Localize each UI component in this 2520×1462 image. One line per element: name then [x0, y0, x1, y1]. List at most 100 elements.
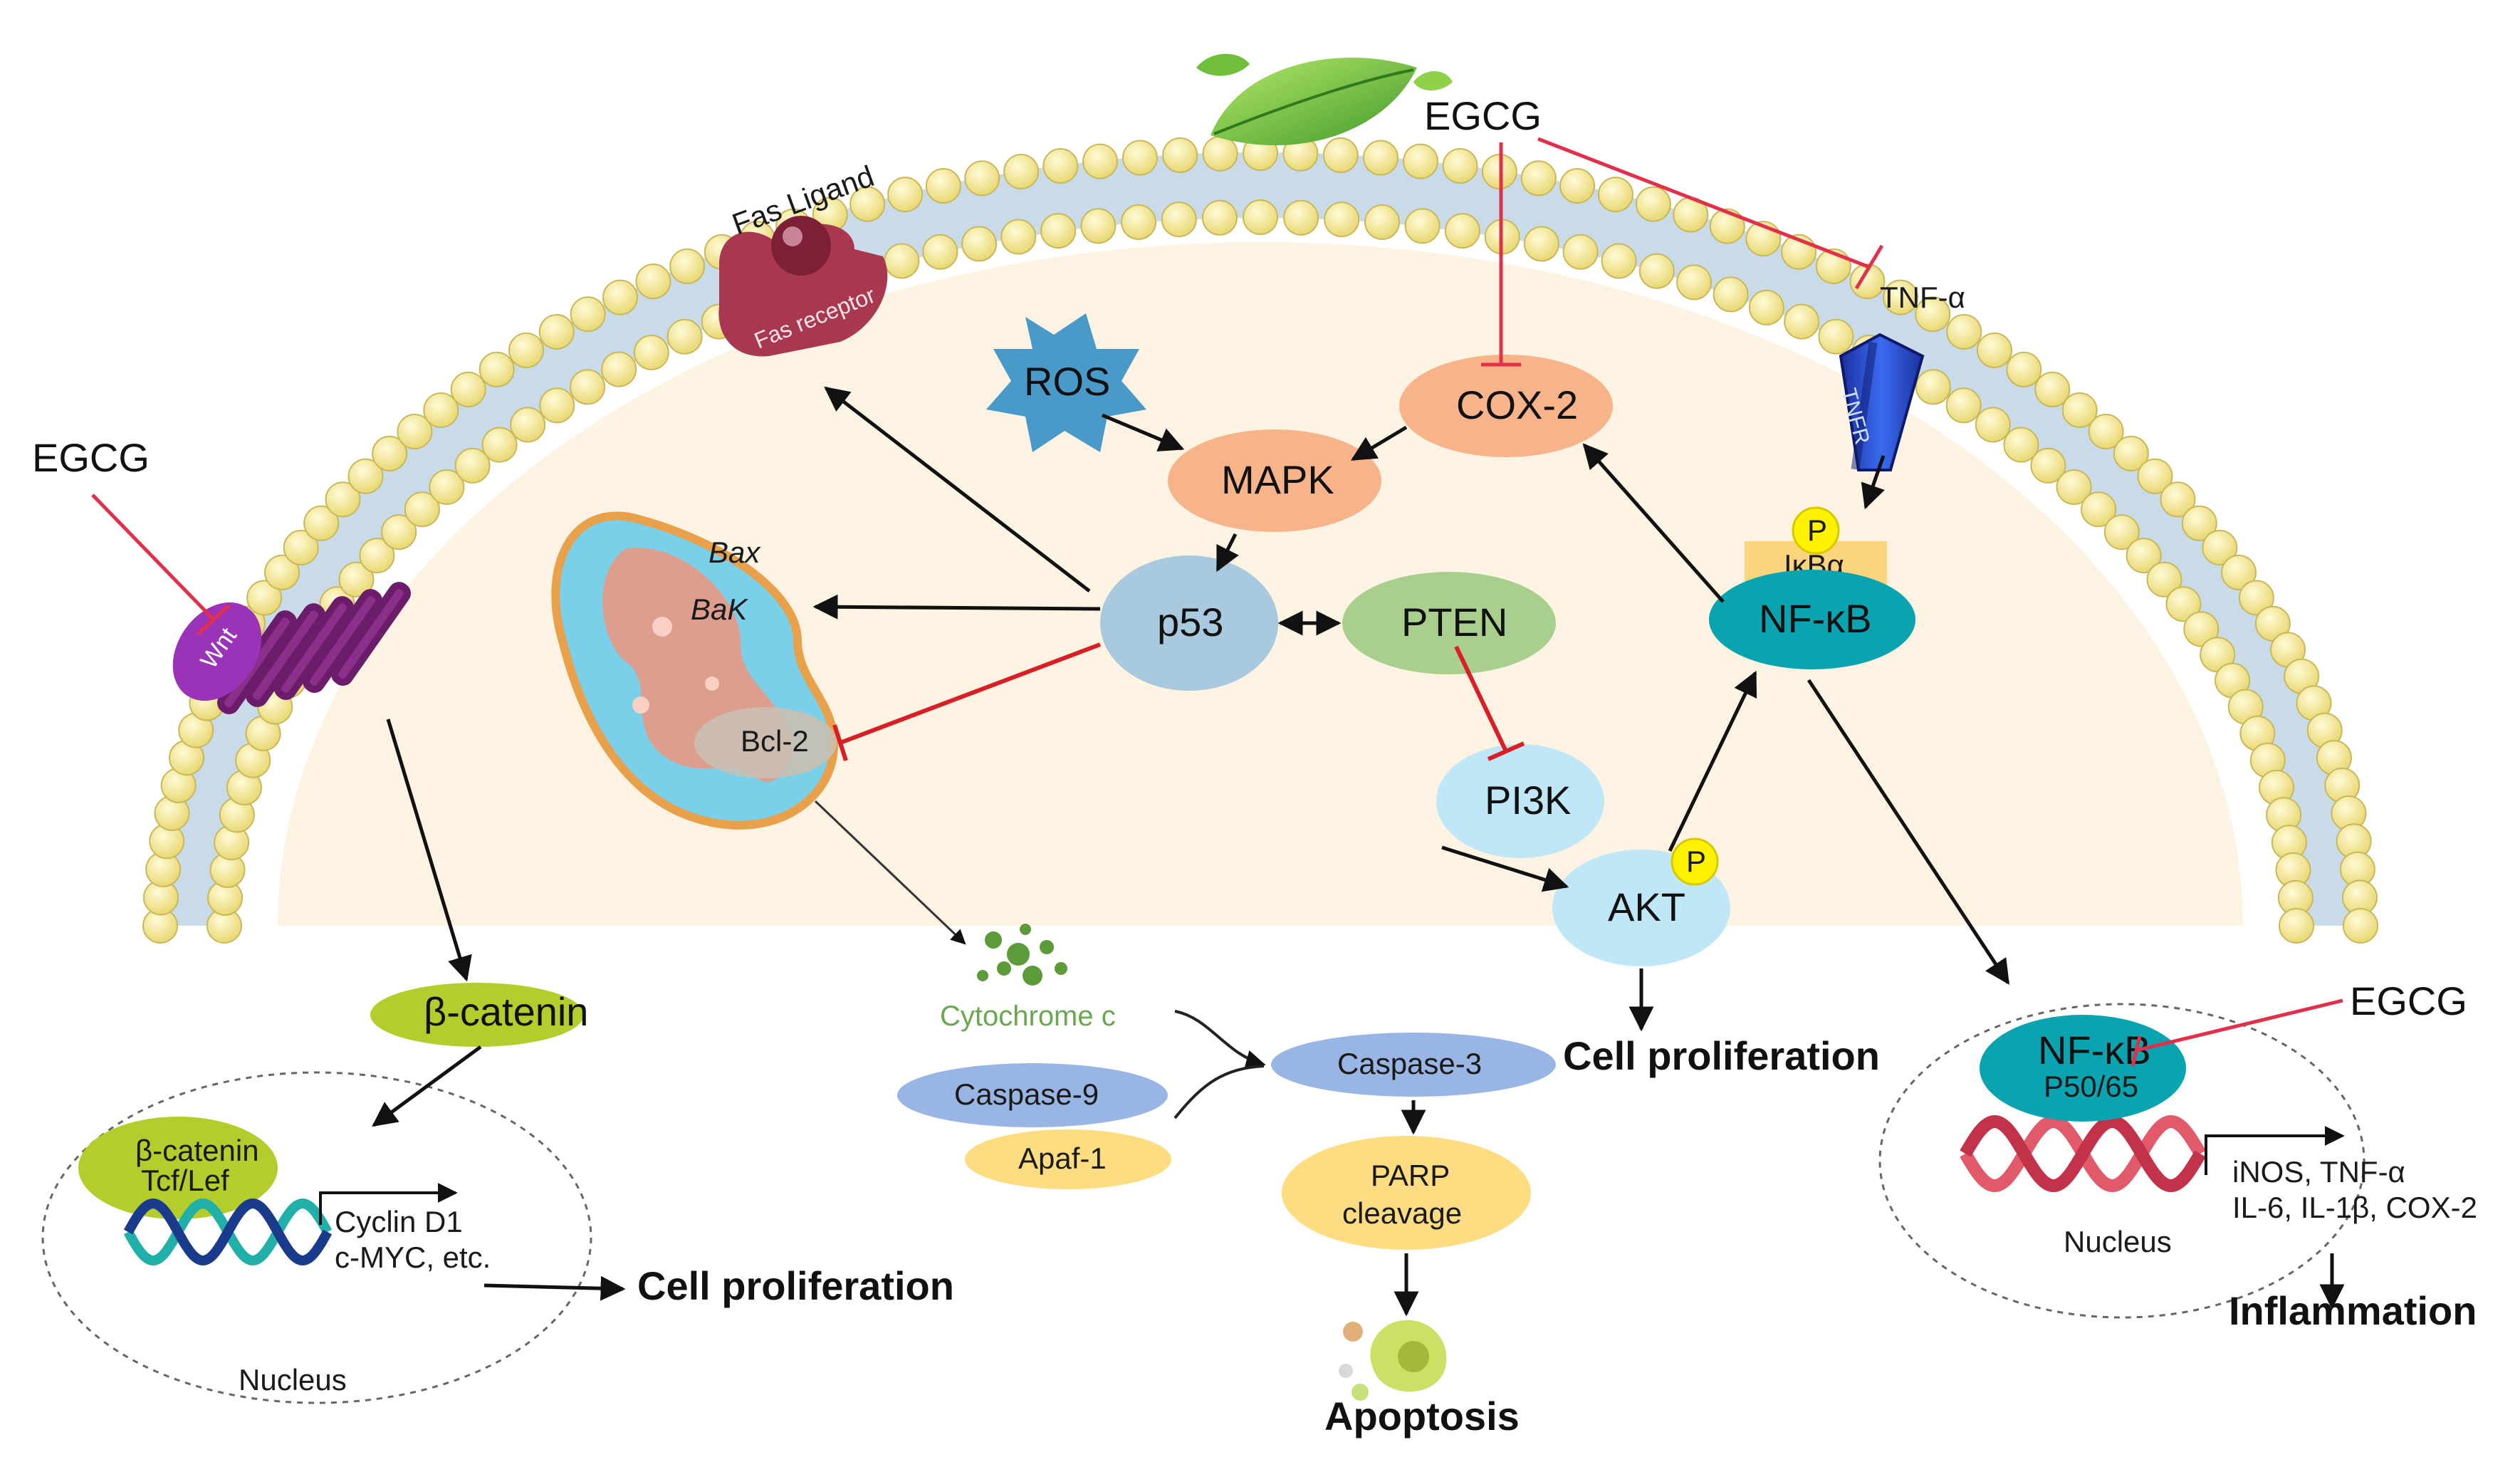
lipid-head	[1201, 199, 1238, 236]
lipid-head	[887, 177, 924, 213]
lipid-head	[283, 530, 319, 565]
lipid-head	[1784, 303, 1820, 340]
tea-leaf-icon	[1196, 53, 1453, 146]
inos-label: iNOS, TNF-α	[2232, 1155, 2405, 1189]
lipid-head	[2165, 586, 2202, 622]
lipid-head	[429, 469, 465, 505]
lipid-head	[2081, 491, 2117, 528]
pten-node	[1342, 572, 1556, 674]
lipid-head	[1322, 137, 1359, 173]
lipid-head	[2103, 514, 2140, 550]
nucleus-right-label: Nucleus	[2064, 1225, 2172, 1258]
lipid-head	[404, 491, 440, 528]
lipid-head	[1404, 208, 1441, 244]
ros-label: ROS	[1024, 359, 1110, 404]
parp-node	[1282, 1136, 1531, 1250]
lipid-head	[2238, 580, 2274, 616]
nfkb-cyto-label: NF-κB	[1759, 596, 1872, 641]
lipid-head	[925, 168, 961, 204]
lipid-head	[570, 369, 606, 405]
lipid-head	[1364, 204, 1400, 240]
lipid-head	[1442, 148, 1478, 184]
lipid-head	[1283, 199, 1319, 236]
lipid-head	[1324, 202, 1360, 238]
dna-right-icon	[1960, 1114, 2206, 1193]
pi3k-label: PI3K	[1485, 778, 1571, 823]
lipid-head	[303, 505, 340, 541]
lipid-head	[1601, 243, 1637, 279]
caspase9-node	[897, 1063, 1168, 1127]
lipid-head	[1676, 264, 1713, 301]
il6-label: IL-6, IL-1β, COX-2	[2232, 1191, 2477, 1224]
p53-label: p53	[1157, 600, 1223, 644]
lipid-head	[961, 226, 998, 262]
lipid-head	[602, 279, 638, 315]
lipid-head	[1883, 279, 1918, 315]
lipid-head	[1849, 263, 1886, 300]
caspase9-label: Caspase-9	[954, 1077, 1099, 1111]
lipid-head	[538, 314, 575, 350]
lipid-head	[570, 296, 606, 333]
lipid-head	[1977, 332, 2012, 368]
lipid-head	[1709, 208, 1745, 244]
lipid-head	[1122, 140, 1158, 176]
lipid-head	[264, 554, 300, 590]
activation-arrows	[372, 386, 2345, 1317]
bcl2-label: Bcl-2	[741, 724, 809, 758]
lipid-head	[1082, 143, 1118, 179]
tnfr-icon	[1839, 333, 1925, 471]
apaf1-node	[965, 1129, 1171, 1189]
wnt-receptor-icon	[217, 582, 411, 714]
lipid-head	[1363, 140, 1398, 176]
lipid-head	[849, 186, 886, 222]
nucleus-right	[1878, 1003, 2365, 1319]
lipid-head	[1635, 186, 1671, 222]
lipid-head	[1915, 369, 1951, 405]
lipid-head	[2113, 435, 2149, 471]
lipid-head	[2034, 371, 2071, 407]
p5065-label: P50/65	[2044, 1070, 2138, 1103]
cmyc-label: c-MYC, etc.	[335, 1241, 491, 1274]
lipid-head	[510, 407, 546, 443]
akt-label: AKT	[1608, 884, 1685, 929]
lipid-head	[635, 263, 671, 300]
lipid-head	[325, 481, 361, 518]
nfkb-nuc-node	[1980, 1015, 2186, 1122]
lipid-head	[1523, 226, 1559, 262]
lipid-head	[1946, 314, 1982, 350]
lipid-head	[964, 160, 1000, 197]
lipid-head	[479, 351, 515, 387]
lipid-head	[1597, 177, 1633, 213]
lipid-head	[1915, 296, 1951, 333]
lipid-head	[454, 447, 491, 484]
lipid-head	[1080, 208, 1117, 244]
lipid-head	[1713, 276, 1749, 313]
cox2-node	[1399, 355, 1613, 457]
lipid-head	[2279, 908, 2314, 944]
lipid-head	[1975, 407, 2011, 443]
lipid-head	[2160, 481, 2196, 518]
cleavage-label: cleavage	[1342, 1196, 1462, 1230]
cell-proliferation-center: Cell proliferation	[1563, 1033, 1880, 1078]
lipid-head	[481, 427, 518, 463]
cell-proliferation-left: Cell proliferation	[637, 1263, 954, 1308]
nucleus-left-label: Nucleus	[239, 1363, 347, 1396]
lipid-head	[1748, 289, 1784, 325]
lipid-head	[1403, 143, 1438, 179]
lipid-head	[666, 318, 703, 355]
p53-node	[1100, 555, 1278, 691]
inhibition-lines-inner	[832, 642, 1525, 761]
lipid-head	[922, 234, 958, 270]
inhibition-lines	[91, 137, 2343, 1067]
lipid-head	[423, 392, 459, 428]
lipid-head	[1520, 160, 1557, 197]
lipid-head	[372, 435, 408, 471]
lipid-head	[1000, 219, 1037, 255]
lipid-head	[2221, 554, 2257, 590]
lipid-head	[1161, 202, 1197, 238]
lipid-head	[2006, 351, 2042, 387]
lipid-head	[338, 561, 375, 597]
lipid-head	[2183, 611, 2220, 647]
ikba-p-label: P	[1807, 513, 1827, 547]
apoptosis-label: Apoptosis	[1324, 1394, 1520, 1438]
